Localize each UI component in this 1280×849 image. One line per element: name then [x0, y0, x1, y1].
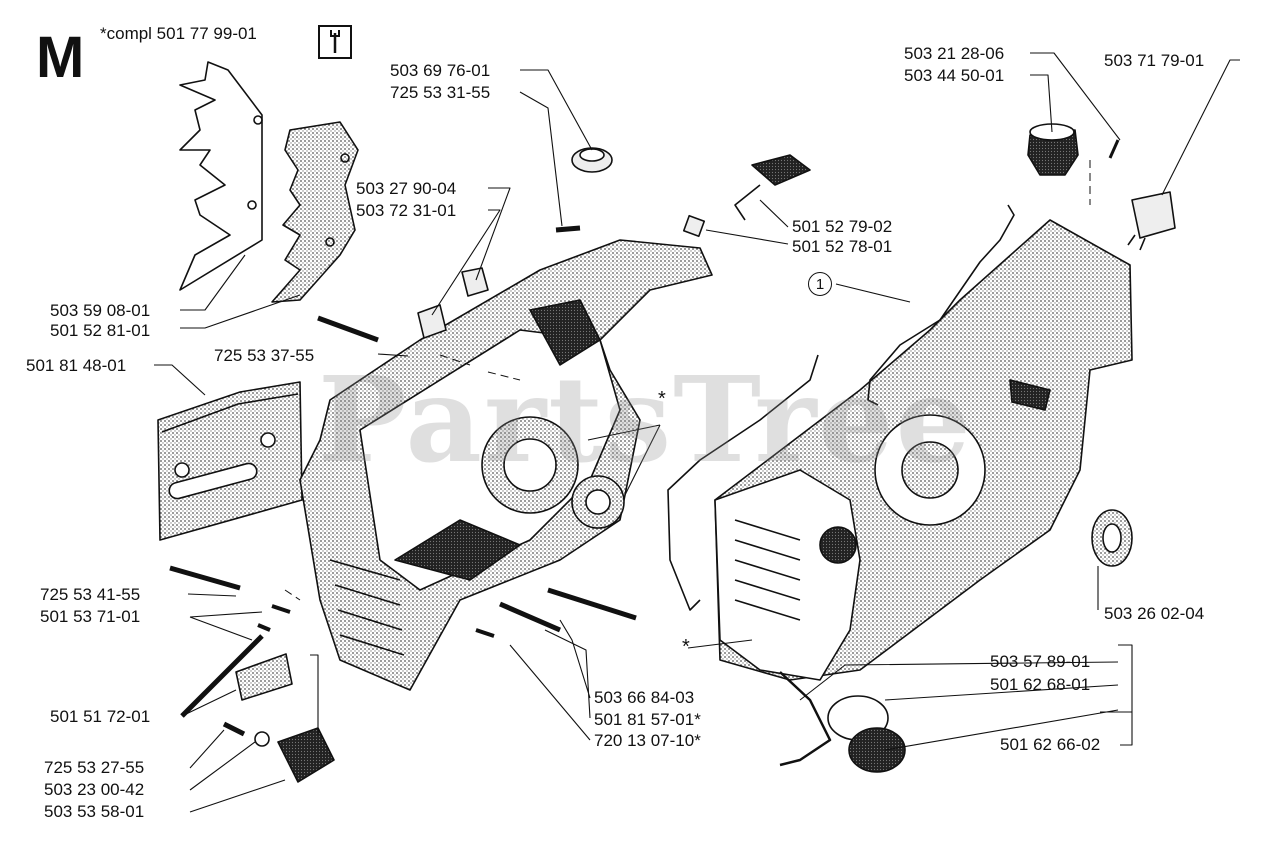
screw-503-21-28-06	[1108, 139, 1120, 159]
part-label-501-53-71-01[interactable]: 501 53 71-01	[40, 607, 141, 626]
gasket-2	[667, 354, 819, 611]
part-label-501-52-81-01[interactable]: 501 52 81-01	[50, 321, 151, 340]
asterisk-bearing: *	[658, 388, 666, 410]
crankcase-right-dark	[1009, 379, 1051, 411]
asterisk-crankcase: *	[682, 636, 690, 658]
block-503-53-58-01	[277, 727, 335, 783]
leader-lines	[154, 52, 1240, 813]
adjuster-501-81-57-01	[499, 601, 561, 633]
part-label-725-53-27-55[interactable]: 725 53 27-55	[44, 758, 145, 777]
bushing-2	[417, 304, 447, 339]
crankcase-left-ribs	[329, 559, 405, 656]
bolt-725-53-37-55	[317, 315, 379, 343]
crankcase-right-face	[714, 469, 861, 681]
outlet-hole	[819, 526, 857, 564]
bearing-inner	[585, 489, 611, 515]
strap-wire	[779, 671, 832, 767]
spike-hole-2	[247, 200, 257, 210]
spike-hole-1	[253, 115, 263, 125]
part-label-501-51-72-01[interactable]: 501 51 72-01	[50, 707, 151, 726]
crankcase-right-vents	[734, 519, 801, 621]
crankcase-left-dark-1	[529, 299, 601, 366]
part-label-503-21-28-06[interactable]: 503 21 28-06	[904, 44, 1005, 63]
part-label-503-71-79-01[interactable]: 503 71 79-01	[1104, 51, 1205, 70]
pin-503-66-84-03	[547, 587, 637, 621]
part-label-720-13-07-10[interactable]: 720 13 07-10*	[594, 731, 701, 750]
screw-501-53-71-01-a	[271, 604, 291, 614]
nut-501-52-78-01	[682, 214, 706, 238]
bumper-spike-b	[271, 121, 359, 303]
tool-symbol-box	[318, 25, 352, 59]
part-label-503-72-31-01[interactable]: 503 72 31-01	[356, 201, 457, 220]
part-label-503-23-00-42[interactable]: 503 23 00-42	[44, 780, 145, 799]
part-label-503-27-90-04[interactable]: 503 27 90-04	[356, 179, 457, 198]
part-label-503-26-02-04[interactable]: 503 26 02-04	[1104, 604, 1205, 623]
watermark-text: PartsTree	[318, 350, 973, 489]
crankcase-left-dark-2	[394, 519, 521, 581]
screw-725-53-27-55	[222, 721, 246, 737]
part-label-725-53-31-55[interactable]: 725 53 31-55	[390, 83, 491, 102]
assembly-note: *compl 501 77 99-01	[100, 24, 257, 43]
bushing-1	[461, 267, 489, 297]
part-label-503-57-89-01[interactable]: 503 57 89-01	[990, 652, 1091, 671]
switch	[1131, 191, 1176, 239]
part-label-725-53-41-55[interactable]: 725 53 41-55	[40, 585, 141, 604]
guide-plate-slot	[168, 462, 258, 500]
guide-plate-hole-1	[174, 462, 190, 478]
part-label-503-66-84-03[interactable]: 503 66 84-03	[594, 688, 695, 707]
part-label-501-62-66-02[interactable]: 501 62 66-02	[1000, 735, 1101, 754]
part-label-501-52-79-02[interactable]: 501 52 79-02	[792, 217, 893, 236]
guide-plate-hole-2	[260, 432, 276, 448]
section-letter: M	[36, 25, 85, 90]
part-label-501-62-68-01[interactable]: 501 62 68-01	[990, 675, 1091, 694]
bumper-spike-a	[179, 61, 263, 291]
part-label-501-81-57-01[interactable]: 501 81 57-01*	[594, 710, 701, 729]
screw-725-53-31-55	[555, 225, 581, 233]
callout-circle: 1	[808, 272, 832, 296]
filler-cap	[1027, 129, 1079, 176]
part-label-503-69-76-01[interactable]: 503 69 76-01	[390, 61, 491, 80]
part-label-725-53-37-55[interactable]: 725 53 37-55	[214, 346, 315, 365]
wrench-icon	[330, 30, 340, 53]
spike-hole-3	[340, 153, 350, 163]
washer-503-23-00-42	[254, 731, 270, 747]
gasket-1	[867, 204, 1015, 406]
guide-plate-edge	[161, 393, 299, 433]
crank-bore-left-inner	[503, 438, 557, 492]
clip-501-51-72-01	[235, 653, 293, 701]
screw-501-53-71-01-b	[257, 623, 271, 632]
guide-plate	[157, 381, 303, 541]
plug-501-52-79-02	[751, 154, 811, 186]
part-label-501-81-48-01[interactable]: 501 81 48-01	[26, 356, 127, 375]
bolt-725-53-41-55	[169, 565, 241, 591]
bolt-long	[180, 634, 264, 718]
spike-hole-4	[325, 237, 335, 247]
pin-720-13-07-10	[475, 628, 495, 638]
fuel-cap	[848, 727, 906, 773]
part-label-501-52-78-01[interactable]: 501 52 78-01	[792, 237, 893, 256]
part-label-503-53-58-01[interactable]: 503 53 58-01	[44, 802, 145, 821]
part-label-503-44-50-01[interactable]: 503 44 50-01	[904, 66, 1005, 85]
part-label-503-59-08-01[interactable]: 503 59 08-01	[50, 301, 151, 320]
